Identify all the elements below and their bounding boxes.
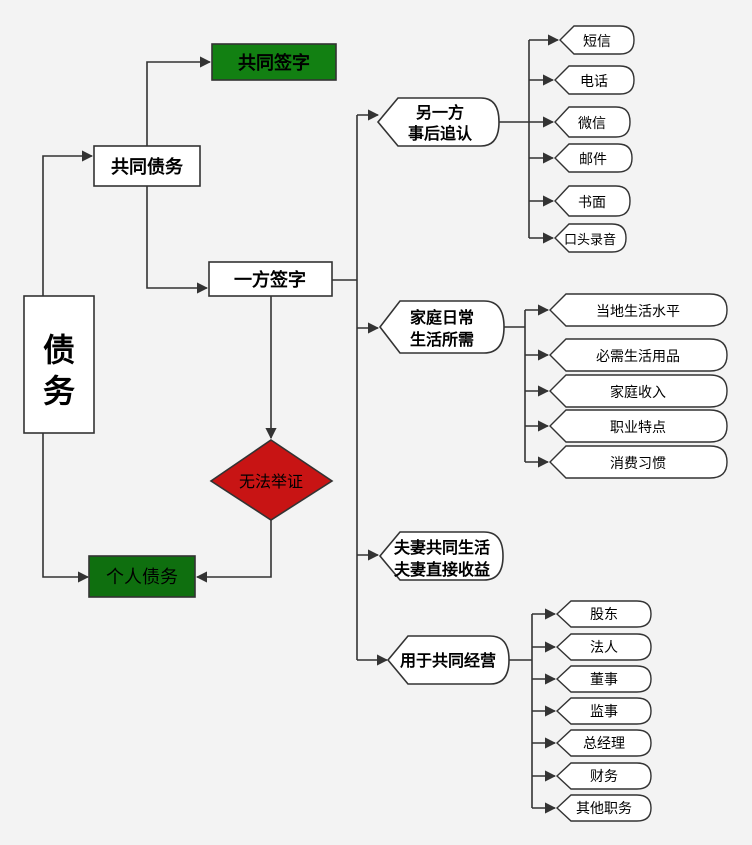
joint-business-node: 用于共同经营 xyxy=(386,635,510,685)
couple-benefit-node: 夫妻共同生活 夫妻直接收益 xyxy=(378,531,504,581)
household-item-label: 当地生活水平 xyxy=(596,304,680,320)
root-label-line2: 务 xyxy=(43,372,75,410)
ratify-label-line1: 另一方 xyxy=(416,103,464,122)
ratify-item-label: 短信 xyxy=(583,34,611,50)
ratify-label-line2: 事后追认 xyxy=(408,124,473,143)
cannot-prove-decision: 无法举证 xyxy=(209,439,334,521)
household-item-label: 必需生活用品 xyxy=(596,349,680,365)
joint-business-label: 用于共同经营 xyxy=(400,651,496,670)
couple-benefit-label-line1: 夫妻共同生活 xyxy=(394,538,490,557)
ratify-item-label: 邮件 xyxy=(579,152,607,168)
household-item: 必需生活用品 xyxy=(549,338,728,372)
business-item: 监事 xyxy=(555,697,652,725)
ratify-item: 微信 xyxy=(554,106,631,138)
joint-signature-node: 共同签字 xyxy=(211,43,337,81)
couple-benefit-label-line2: 夫妻直接收益 xyxy=(394,560,490,579)
ratify-items: 短信 电话 微信 邮件 书面 口头录音 xyxy=(554,25,635,253)
joint-debt-label: 共同债务 xyxy=(111,156,184,178)
business-item-label: 财务 xyxy=(590,769,618,785)
household-item: 家庭收入 xyxy=(549,374,728,408)
ratify-item: 邮件 xyxy=(554,143,633,173)
household-item-label: 家庭收入 xyxy=(610,384,666,401)
business-item-label: 董事 xyxy=(590,672,618,688)
one-party-signature-node: 一方签字 xyxy=(208,261,333,297)
ratify-item-label: 微信 xyxy=(578,116,606,132)
ratify-item-label: 书面 xyxy=(578,195,606,211)
household-item-label: 消费习惯 xyxy=(610,455,666,472)
personal-debt-node: 个人债务 xyxy=(88,555,196,598)
cannot-prove-label: 无法举证 xyxy=(239,472,303,491)
joint-debt-node: 共同债务 xyxy=(93,145,201,187)
business-item-label: 监事 xyxy=(590,704,618,720)
household-label-line2: 生活所需 xyxy=(410,330,474,349)
household-item: 当地生活水平 xyxy=(549,293,728,327)
one-party-signature-label: 一方签字 xyxy=(234,269,306,291)
business-item: 其他职务 xyxy=(555,794,652,822)
household-item: 消费习惯 xyxy=(549,445,728,479)
business-item-label: 法人 xyxy=(590,640,618,656)
household-item-label: 职业特点 xyxy=(610,420,666,436)
root-label-line1: 债 xyxy=(43,331,75,369)
ratify-item: 书面 xyxy=(554,185,631,217)
business-item-label: 其他职务 xyxy=(576,801,632,817)
household-label-line1: 家庭日常 xyxy=(410,308,474,327)
ratify-item-label: 口头录音 xyxy=(564,232,616,248)
business-item: 法人 xyxy=(555,633,652,661)
household-item: 职业特点 xyxy=(549,409,728,443)
ratify-node: 另一方 事后追认 xyxy=(376,97,500,147)
business-item-label: 总经理 xyxy=(583,736,625,752)
business-items: 股东 法人 董事 监事 总经理 财务 其他职务 xyxy=(555,600,652,822)
business-item: 股东 xyxy=(555,600,652,628)
personal-debt-label: 个人债务 xyxy=(106,567,178,588)
ratify-item: 短信 xyxy=(559,25,635,55)
joint-signature-label: 共同签字 xyxy=(238,52,310,74)
ratify-item-label: 电话 xyxy=(580,74,608,90)
business-item-label: 股东 xyxy=(590,607,618,623)
business-item: 总经理 xyxy=(555,729,652,757)
root-node: 债 务 xyxy=(23,295,95,434)
household-node: 家庭日常 生活所需 xyxy=(378,300,505,354)
business-item: 财务 xyxy=(555,762,652,790)
ratify-item: 口头录音 xyxy=(554,223,627,253)
business-item: 董事 xyxy=(555,665,652,693)
household-items: 当地生活水平 必需生活用品 家庭收入 职业特点 消费习惯 xyxy=(549,293,728,479)
connector-lines xyxy=(42,34,560,814)
ratify-item: 电话 xyxy=(554,65,635,95)
